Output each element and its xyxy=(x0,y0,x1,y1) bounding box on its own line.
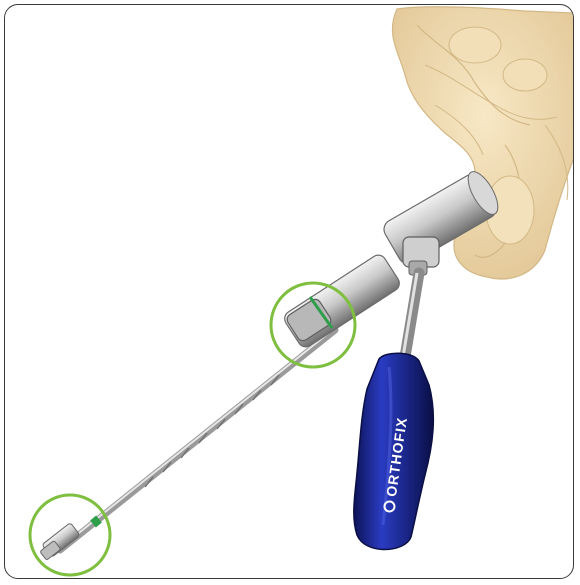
handle-stem xyxy=(403,273,419,357)
illustration-frame: ORTHOFIX xyxy=(4,4,574,579)
orthofix-handle: ORTHOFIX xyxy=(354,353,434,549)
instrument-illustration: ORTHOFIX xyxy=(5,5,574,579)
